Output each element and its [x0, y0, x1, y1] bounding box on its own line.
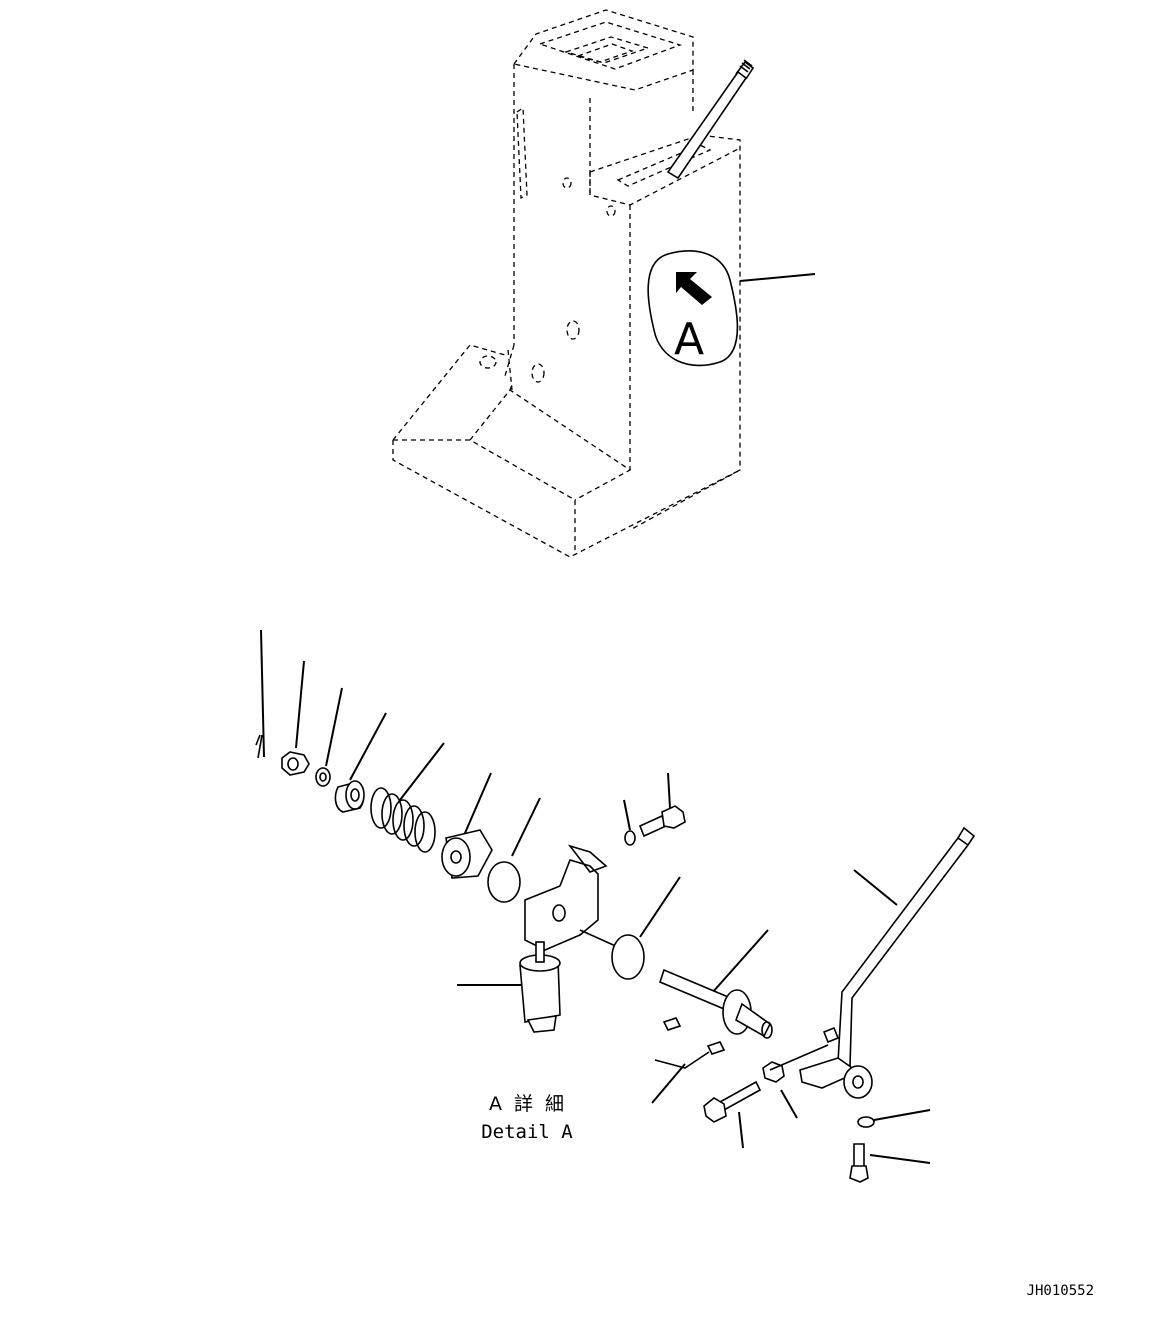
washer-small — [315, 767, 331, 787]
spring — [370, 787, 436, 853]
snap-ring — [857, 1116, 875, 1128]
detail-a-callout: A — [647, 250, 816, 367]
bracket — [524, 844, 621, 951]
bolt-top — [638, 805, 686, 838]
detail-a-parts — [255, 629, 976, 1183]
bushing — [334, 780, 365, 813]
washer-mid — [487, 861, 521, 903]
callout-letter: A — [674, 314, 704, 365]
shift-lever — [769, 826, 976, 1099]
detail-caption-jp: A 詳 細 — [489, 1093, 567, 1115]
nut-left — [281, 751, 310, 776]
bolt-bottom — [703, 1080, 762, 1123]
lock-washer — [624, 830, 636, 846]
keys — [662, 1017, 726, 1055]
lever-on-console — [666, 59, 755, 180]
detail-caption-en: Detail A — [481, 1121, 573, 1143]
shaft — [659, 968, 773, 1039]
bolt-lower-right — [849, 1143, 869, 1183]
console-housing — [392, 9, 741, 558]
drawing-number: JH010552 — [1027, 1283, 1094, 1299]
arrow-icon — [676, 272, 712, 305]
washer-large — [611, 934, 645, 980]
cam-plate — [441, 829, 493, 879]
switch — [519, 941, 561, 1033]
